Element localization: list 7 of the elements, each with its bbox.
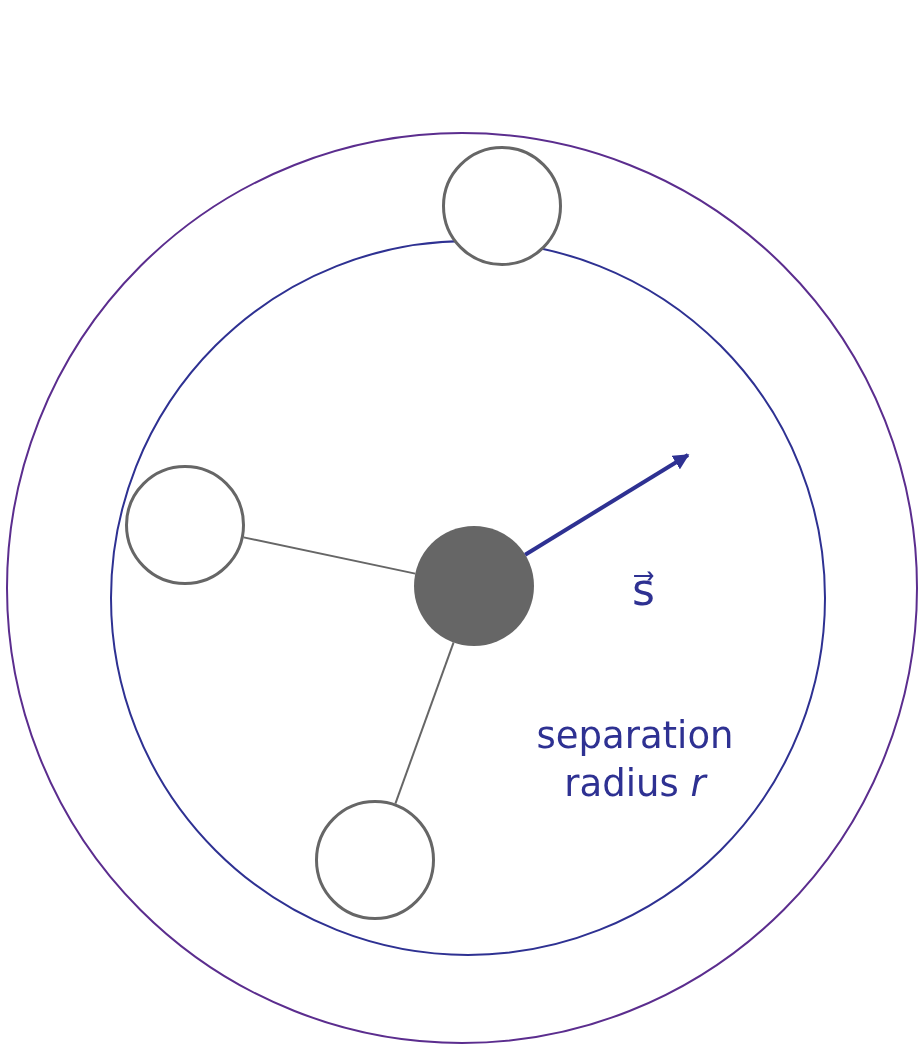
edge-label: s⃗	[632, 565, 655, 615]
outer-circle	[6, 132, 918, 1044]
connector-line	[242, 536, 417, 575]
connector-line	[394, 641, 455, 805]
radius-circle	[110, 240, 826, 956]
arrow	[524, 453, 690, 557]
annotation-text: separation radius r	[535, 713, 735, 807]
